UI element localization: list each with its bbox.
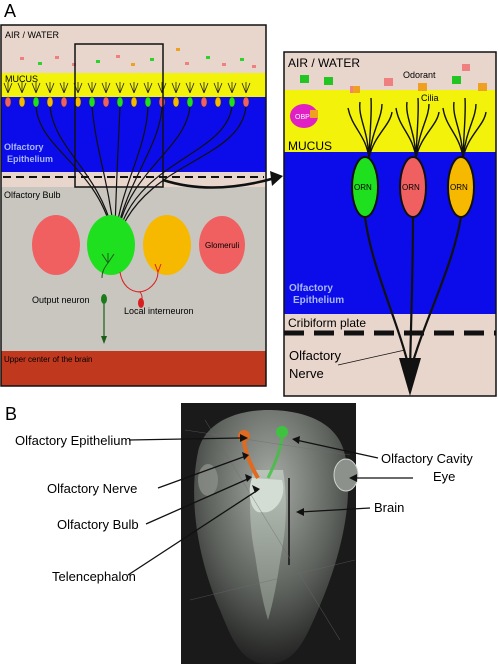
callout-lines [127, 437, 413, 576]
odorant-square-green-2 [324, 77, 333, 85]
olfactory-nerve-right [266, 437, 284, 479]
odorant-square-orange-1 [353, 86, 360, 93]
local-interneuron-label: Local interneuron [124, 306, 194, 316]
output-neuron-arrowhead [101, 336, 107, 344]
zoom-epithelium-label-1: Olfactory [289, 283, 333, 294]
zoom-lamina-layer [284, 314, 496, 396]
local-interneuron-soma [138, 298, 144, 308]
output-neuron-soma [101, 294, 107, 304]
overview-bulb-label: Olfactory Bulb [4, 190, 61, 200]
odorant-square-pink-3 [462, 64, 470, 71]
nerve-pointer-line [337, 349, 406, 366]
olfactory-nerve-label-1: Olfactory [289, 348, 342, 363]
orn-label-2: ORN [402, 183, 420, 192]
glomerulus-red-right [199, 216, 245, 274]
overview-brain-label: Upper center of the brain [4, 355, 93, 364]
obp-bound-odorant [310, 110, 318, 118]
zoom-border [283, 51, 497, 397]
odorant-square-pink-2 [384, 78, 393, 86]
zoom-region-box [74, 43, 164, 188]
odorant-square-green-3 [452, 76, 461, 84]
olfactory-nerve-arrowhead [399, 358, 421, 396]
eye-right [333, 458, 359, 492]
callout-arrowheads [240, 434, 357, 516]
olfactory-nerve-left [242, 441, 260, 480]
cribriform-plate-label: Cribiform plate [288, 316, 366, 330]
overview-border [0, 24, 267, 387]
glomerulus-red-left [32, 215, 80, 275]
glomerulus-yellow [143, 215, 191, 275]
zoom-arrow [162, 176, 276, 189]
odorant-square-orange-2 [418, 83, 427, 91]
odorant-dots [20, 48, 256, 68]
telencephalon-structure [249, 478, 284, 513]
orn-label-3: ORN [450, 183, 468, 192]
glomerulus-green [87, 215, 135, 275]
cilia-label: Cilia [421, 93, 439, 103]
interneuron-dendrite [137, 263, 162, 293]
panel-b: B [5, 403, 473, 664]
epithelium-layer [1, 97, 266, 172]
overview-cilia [3, 82, 251, 94]
olfactory-epithelium-right [276, 426, 288, 438]
brain-region [1, 351, 266, 386]
label-telencephalon: Telencephalon [52, 569, 136, 584]
zoom-mucus-label: MUCUS [288, 139, 332, 153]
mucus-layer [1, 73, 266, 97]
label-eye: Eye [433, 469, 455, 484]
glomeruli-label: Glomeruli [205, 241, 239, 250]
zoom-arrowhead [270, 171, 283, 186]
odorant-label: Odorant [403, 70, 436, 80]
zoom-diagram: OBP ORN ORN ORN [283, 51, 497, 397]
zoom-cilia [347, 97, 487, 159]
odorant-square-orange-3 [478, 83, 487, 91]
zoom-axons [363, 216, 463, 373]
panel-a: A [0, 1, 497, 397]
label-olfactory-epithelium: Olfactory Epithelium [15, 433, 131, 448]
micrograph-streaks [184, 419, 356, 641]
orn-label-1: ORN [354, 183, 372, 192]
olfactory-nerve-label-2: Nerve [289, 366, 324, 381]
zoom-epithelium-label-2: Epithelium [293, 295, 344, 306]
overview-air-water-label: AIR / WATER [5, 30, 60, 40]
overview-epithelium-label-1: Olfactory [4, 142, 44, 152]
overview-diagram: Glomeruli Output neuron Local interneuro… [0, 24, 267, 387]
label-olfactory-cavity: Olfactory Cavity [381, 451, 473, 466]
zoom-air-water-label: AIR / WATER [288, 56, 360, 70]
panel-a-letter: A [4, 1, 16, 21]
panel-b-letter: B [5, 404, 17, 424]
fish-head-micrograph [181, 403, 359, 664]
eye-left [198, 464, 218, 496]
odorant-square-green-1 [300, 75, 309, 83]
label-olfactory-bulb: Olfactory Bulb [57, 517, 139, 532]
overview-orn-cells [4, 96, 250, 108]
obp-label: OBP [295, 114, 310, 121]
output-neuron-dendrite [101, 253, 115, 279]
overview-mucus-label: MUCUS [5, 74, 38, 84]
output-neuron-label: Output neuron [32, 295, 90, 305]
label-olfactory-nerve: Olfactory Nerve [47, 481, 137, 496]
overview-epithelium-label-2: Epithelium [7, 154, 53, 164]
lamina-layer [1, 172, 266, 187]
label-brain: Brain [374, 500, 404, 515]
